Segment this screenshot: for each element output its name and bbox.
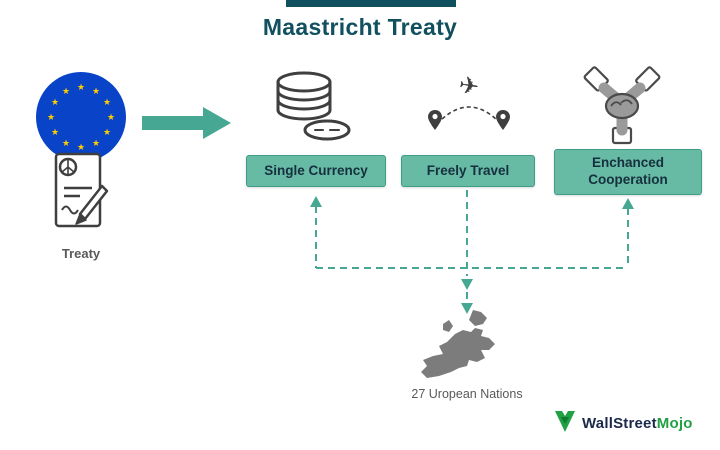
eu-flag-svg: ★★ ★★ ★★ ★★ ★★ ★★	[36, 72, 126, 162]
arrow-head-icon	[203, 107, 231, 139]
svg-text:✈: ✈	[457, 74, 481, 101]
brand-name-part1: WallStreet	[582, 415, 657, 432]
brand-name: WallStreetMojo	[582, 415, 693, 432]
brand-name-part2: Mojo	[656, 415, 693, 432]
svg-text:★: ★	[92, 87, 100, 97]
svg-text:★: ★	[103, 98, 111, 108]
treaty-document-icon	[50, 150, 112, 234]
brand-logo: WallStreetMojo	[552, 408, 693, 439]
arrow-shaft	[142, 116, 204, 130]
freely-travel-box: Freely Travel	[401, 155, 535, 187]
svg-text:★: ★	[62, 87, 70, 97]
enhanced-cooperation-label: Enchanced Cooperation	[588, 155, 668, 187]
europe-map-icon	[417, 308, 517, 384]
svg-text:★: ★	[103, 128, 111, 138]
svg-text:★: ★	[62, 139, 70, 149]
hands-together-icon	[580, 64, 664, 148]
svg-text:★: ★	[107, 113, 115, 123]
map-label: 27 Uropean Nations	[411, 387, 523, 401]
eu-flag-icon: ★★ ★★ ★★ ★★ ★★ ★★	[36, 72, 126, 162]
svg-text:★: ★	[77, 143, 85, 153]
freely-travel-label: Freely Travel	[426, 162, 510, 178]
svg-text:★: ★	[51, 128, 59, 138]
page-title: Maastricht Treaty	[262, 14, 458, 40]
svg-text:★: ★	[92, 139, 100, 149]
svg-text:★: ★	[47, 113, 55, 123]
top-banner	[286, 0, 456, 7]
airplane-route-icon: ✈	[423, 71, 515, 144]
svg-text:★: ★	[77, 83, 85, 93]
single-currency-box: Single Currency	[246, 155, 386, 187]
wallstreetmojo-logo-icon	[552, 408, 578, 439]
arrow-down-icon	[461, 279, 473, 290]
arrow-up-icon	[310, 196, 322, 207]
single-currency-label: Single Currency	[264, 162, 368, 178]
coins-icon	[270, 66, 354, 150]
treaty-label: Treaty	[61, 246, 101, 261]
svg-text:★: ★	[51, 98, 59, 108]
arrow-up-icon	[622, 198, 634, 209]
enhanced-cooperation-box: Enchanced Cooperation	[554, 149, 702, 195]
